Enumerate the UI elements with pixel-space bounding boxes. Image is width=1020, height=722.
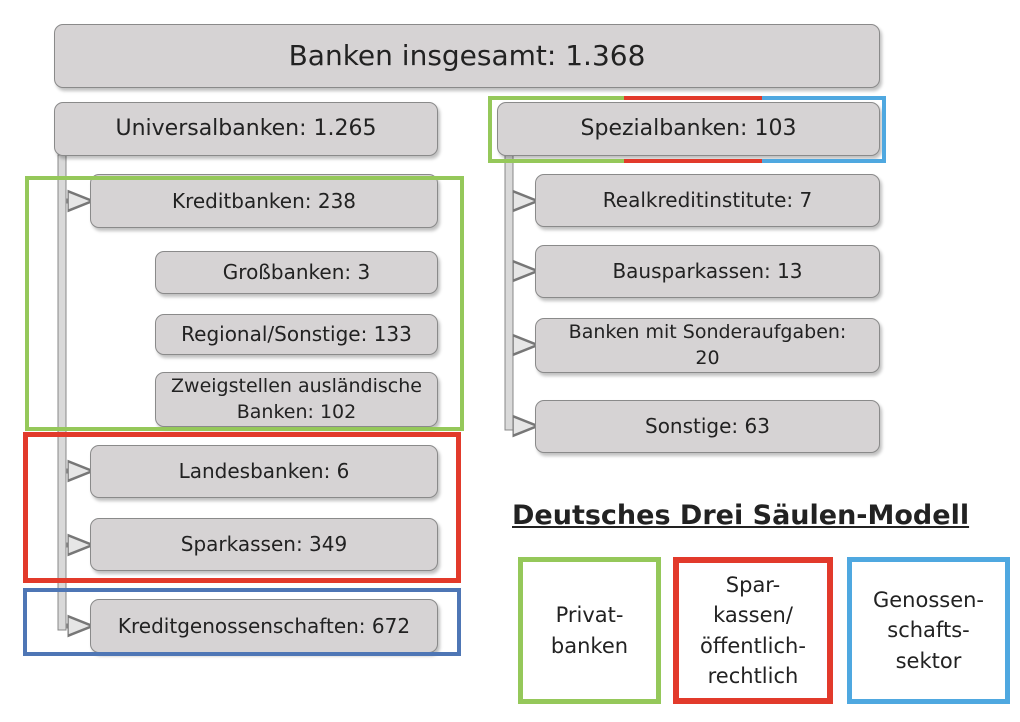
- total-banks-label: Banken insgesamt: 1.368: [288, 39, 646, 73]
- legend-cooperative-label: Genossen- schafts- sektor: [872, 587, 985, 673]
- kreditbanken-box: Kreditbanken: 238: [90, 174, 438, 228]
- legend-private: Privat- banken: [518, 557, 661, 704]
- landesbanken-box: Landesbanken: 6: [90, 445, 438, 498]
- spezial-trunk: [504, 154, 514, 431]
- landesbanken-label: Landesbanken: 6: [178, 459, 350, 483]
- spezial-public-frame: [624, 96, 763, 163]
- universalbanken-box: Universalbanken: 1.265: [54, 102, 438, 156]
- universalbanken-label: Universalbanken: 1.265: [115, 116, 377, 142]
- legend-public: Spar- kassen/ öffentlich- rechtlich: [673, 557, 833, 704]
- spezial-arrows: [513, 201, 535, 426]
- grossbanken-box: Großbanken: 3: [155, 251, 438, 294]
- realkredit-label: Realkreditinstitute: 7: [602, 188, 813, 212]
- universal-arrows: [66, 201, 90, 626]
- private-pillar-frame: [25, 176, 464, 431]
- total-banks-box: Banken insgesamt: 1.368: [54, 24, 880, 88]
- spezialbanken-label: Spezialbanken: 103: [580, 116, 797, 142]
- spezial-private-frame: [488, 96, 626, 163]
- sonderaufgaben-box: Banken mit Sonderaufgaben: 20: [535, 318, 880, 373]
- bausparkassen-label: Bausparkassen: 13: [612, 259, 803, 283]
- kreditgenossenschaften-box: Kreditgenossenschaften: 672: [90, 599, 438, 653]
- sparkassen-box: Sparkassen: 349: [90, 518, 438, 571]
- cooperative-pillar-frame: [23, 588, 461, 656]
- legend-public-label: Spar- kassen/ öffentlich- rechtlich: [700, 572, 806, 688]
- zweigstellen-label: Zweigstellen ausländische Banken: 102: [171, 374, 422, 423]
- realkredit-box: Realkreditinstitute: 7: [535, 174, 880, 227]
- sonstige-label: Sonstige: 63: [645, 414, 770, 438]
- bausparkassen-box: Bausparkassen: 13: [535, 245, 880, 298]
- sparkassen-label: Sparkassen: 349: [180, 532, 348, 556]
- regional-label: Regional/Sonstige: 133: [181, 322, 412, 346]
- public-pillar-frame: [23, 432, 461, 583]
- zweigstellen-box: Zweigstellen ausländische Banken: 102: [155, 372, 438, 427]
- spezialbanken-box: Spezialbanken: 103: [497, 102, 880, 156]
- regional-box: Regional/Sonstige: 133: [155, 314, 438, 355]
- sonderaufgaben-label: Banken mit Sonderaufgaben: 20: [568, 320, 847, 369]
- grossbanken-label: Großbanken: 3: [222, 260, 371, 284]
- model-heading: Deutsches Drei Säulen-Modell: [512, 500, 970, 531]
- legend-cooperative: Genossen- schafts- sektor: [847, 557, 1010, 704]
- spezial-cooperative-frame: [762, 96, 886, 163]
- legend-private-label: Privat- banken: [550, 603, 629, 658]
- kreditgenossenschaften-label: Kreditgenossenschaften: 672: [117, 613, 411, 638]
- kreditbanken-label: Kreditbanken: 238: [171, 188, 357, 213]
- sonstige-box: Sonstige: 63: [535, 400, 880, 453]
